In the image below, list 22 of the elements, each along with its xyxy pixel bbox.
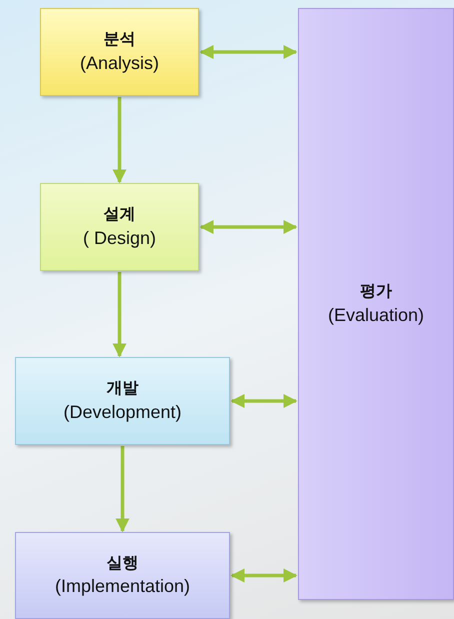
- step-title: 실행: [106, 554, 138, 574]
- step-subtitle: (Evaluation): [328, 304, 424, 327]
- arrow: [200, 45, 298, 59]
- arrow: [230, 394, 298, 408]
- arrow: [230, 568, 298, 582]
- step-title: 개발: [106, 379, 138, 400]
- step-subtitle: (Development): [63, 400, 182, 424]
- arrow: [116, 446, 130, 532]
- step-title: 설계: [104, 205, 136, 226]
- process-box: [40, 183, 199, 271]
- process-box: [40, 8, 199, 96]
- process-box: [15, 357, 230, 445]
- step-subtitle: ( Design): [82, 226, 156, 250]
- arrow: [112, 97, 126, 184]
- arrow: [112, 272, 126, 358]
- step-title: 분석: [104, 30, 136, 50]
- step-subtitle: (Analysis): [80, 52, 159, 75]
- process-box: [15, 532, 230, 619]
- step-title: 평가: [360, 282, 392, 302]
- step-subtitle: (Implementation): [54, 575, 190, 598]
- evaluation-panel: [298, 8, 454, 600]
- arrow: [200, 220, 298, 234]
